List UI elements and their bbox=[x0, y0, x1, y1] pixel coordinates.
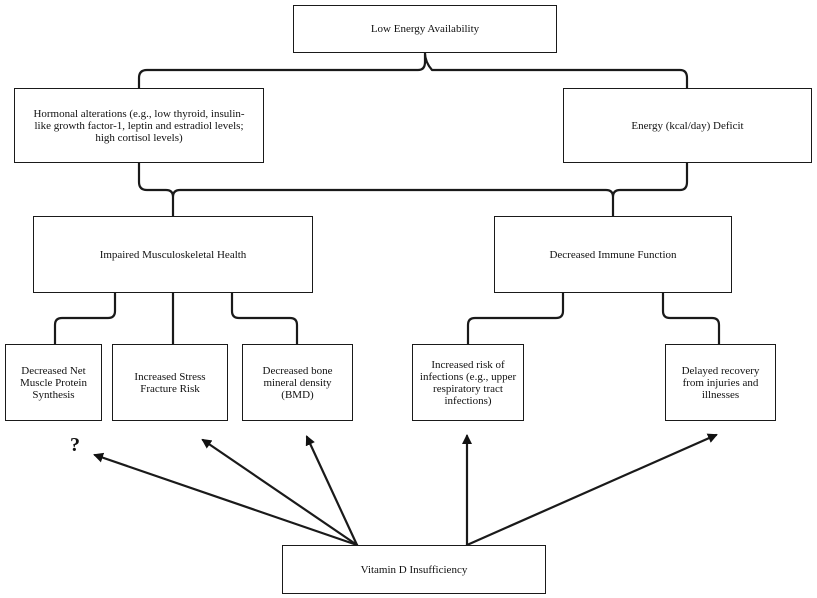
node-decreased-immune-function: Decreased Immune Function bbox=[494, 216, 732, 293]
node-delayed-recovery: Delayed recovery from injuries and illne… bbox=[665, 344, 776, 421]
branch-infections bbox=[466, 290, 565, 346]
arrow-to-bmd bbox=[305, 435, 359, 547]
node-decreased-net-muscle-protein-synthesis: Decreased Net Muscle Protein Synthesis bbox=[5, 344, 102, 421]
node-increased-stress-fracture-risk: Increased Stress Fracture Risk bbox=[112, 344, 228, 421]
node-impaired-musculoskeletal-health: Impaired Musculoskeletal Health bbox=[33, 216, 313, 293]
node-energy-deficit: Energy (kcal/day) Deficit bbox=[563, 88, 812, 163]
node-hormonal-alterations: Hormonal alterations (e.g., low thyroid,… bbox=[14, 88, 264, 163]
node-decreased-bone-mineral-density: Decreased bone mineral density (BMD) bbox=[242, 344, 353, 421]
node-low-energy-availability: Low Energy Availability bbox=[293, 5, 557, 53]
arrow-to-recovery bbox=[465, 433, 718, 547]
arrow-to-stress-fracture bbox=[201, 438, 359, 547]
branch-recovery bbox=[661, 290, 721, 346]
node-increased-risk-of-infections: Increased risk of infections (e.g., uppe… bbox=[412, 344, 524, 421]
brace-middle bbox=[137, 160, 689, 218]
brace-top bbox=[137, 51, 689, 90]
branch-bmd bbox=[230, 290, 299, 346]
branch-muscle-protein bbox=[53, 290, 117, 346]
unknown-effect-marker: ? bbox=[70, 434, 80, 456]
arrow-to-unknown bbox=[93, 452, 359, 547]
node-vitamin-d-insufficiency: Vitamin D Insufficiency bbox=[282, 545, 546, 594]
